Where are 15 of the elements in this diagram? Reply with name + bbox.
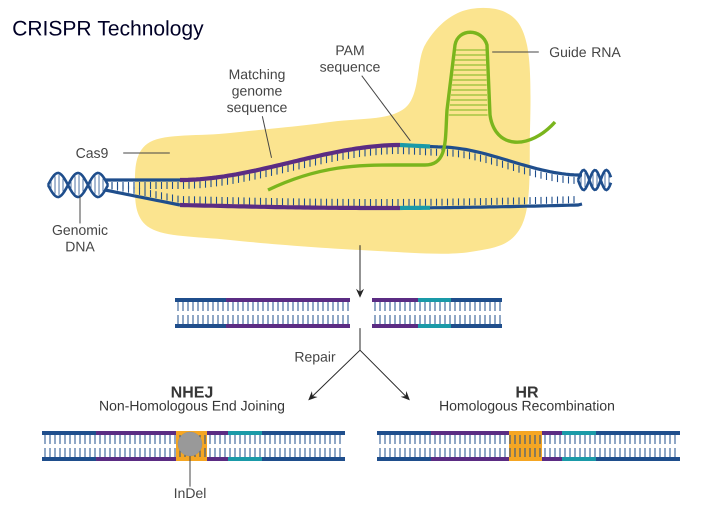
dna-helix: [46, 172, 110, 198]
leader-line: [262, 116, 272, 158]
cas9-label: Cas9: [76, 148, 108, 158]
dna-label: Genomic DNA: [52, 224, 108, 252]
title: CRISPR Technology: [13, 20, 204, 40]
repair-label: Repair: [296, 351, 336, 365]
leader-line: [122, 152, 170, 154]
cut-dna: [175, 298, 502, 328]
sequence-label: Matching genome sequence: [227, 68, 287, 116]
rna-label: Guide RNA: [550, 46, 621, 58]
indel-label: InDel: [174, 488, 206, 498]
nhej-heading: NHEJ Non-Homologous End Joining: [100, 386, 284, 414]
indel-dot: [178, 432, 202, 456]
leader-line: [361, 75, 411, 142]
hr-heading: HR Homologous Recombination: [440, 386, 614, 414]
